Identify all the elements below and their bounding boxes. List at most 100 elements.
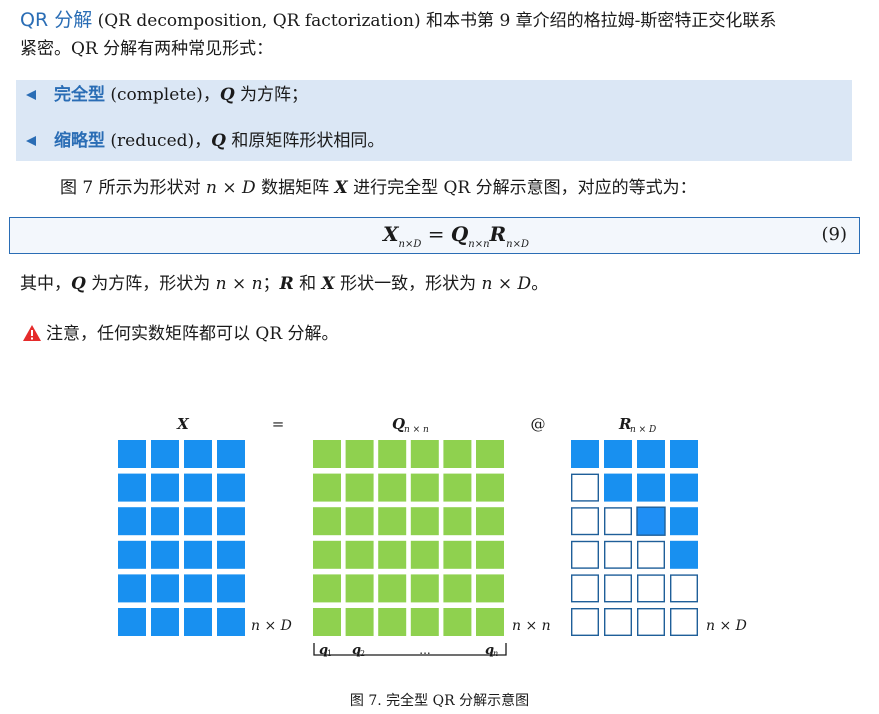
form-symbol-reduced: Q [211,131,226,151]
x-matrix-cell [151,608,179,636]
q-matrix-cell [410,540,439,569]
q-matrix-cell [313,608,341,636]
x-matrix-cell [217,507,245,536]
explain-p5: 形状一致，形状为 [334,274,482,294]
warning-icon [23,325,41,341]
qn-label: q [485,643,494,658]
figure-ref-shape: n × D [206,178,256,198]
r-matrix-cell-zero [571,574,600,603]
q-matrix-cell [378,473,407,502]
x-matrix-cell [184,473,212,502]
x-matrix-cell [151,574,179,603]
q-matrix-cell [410,440,439,468]
form-desc-complete: 为方阵； [234,85,309,105]
explain-p4: 和 [293,274,322,294]
q-dimension-label: n × n [512,618,551,634]
q-matrix-cell [476,473,504,502]
q-matrix [313,440,504,636]
equation-number: (9) [821,224,848,245]
explain-p6: 。 [531,274,549,294]
eq-r: R [489,222,507,246]
q-matrix-cell [345,473,374,502]
figure-ref-symbol: X [334,178,348,198]
form-english-complete: (complete)， [105,85,220,105]
forms-box: 完全型 (complete)，Q 为方阵； 缩略型 (reduced)，Q 和原… [16,80,852,161]
x-matrix-cell [118,540,146,569]
q-matrix-cell [476,540,504,569]
eq-equals: = [421,222,451,246]
intro-paragraph: QR 分解 (QR decomposition, QR factorizatio… [20,6,865,63]
eq-r-sub: n×D [506,239,530,250]
x-matrix-cell [151,473,179,502]
r-matrix-cell-filled [604,473,632,502]
qr-decomposition-figure: X = Q n × n @ R n × D n × D n × n n × D … [118,415,747,658]
explain-p1: 其中， [20,274,71,294]
q-matrix-cell [443,507,472,536]
equation-formula: Xn×D = Qn×nRn×D [383,222,529,250]
explain-p3: ； [262,274,280,294]
r-matrix-cell-zero [571,473,600,502]
q-matrix-cell [410,574,439,603]
r-matrix-cell-filled [636,506,666,536]
q-matrix-cell [443,540,472,569]
r-matrix-cell-filled [637,473,665,502]
x-matrix [118,440,245,636]
eq-lhs: X [383,222,399,246]
q-matrix-cell [476,507,504,536]
figure-at-sign: @ [531,415,546,433]
r-matrix-cell-zero [571,540,600,569]
explain-q-shape: n × n [215,274,263,294]
form-english-reduced: (reduced)， [105,131,212,151]
eq-q-sub: n×n [468,239,490,250]
q-matrix-cell [443,440,472,468]
intro-text-2: 紧密。QR 分解有两种常见形式： [20,39,274,59]
q-matrix-cell [313,574,341,603]
q-matrix-cell [476,574,504,603]
r-matrix-cell-filled [571,440,599,468]
equation-box: Xn×D = Qn×nRn×D (9) [9,217,860,254]
x-matrix-cell [184,540,212,569]
qn-sub: n [493,649,498,658]
eq-q: Q [450,222,469,246]
r-dimension-label: n × D [706,618,747,634]
x-matrix-cell [217,440,245,468]
r-matrix-cell-zero [571,507,600,536]
explain-x: X [321,274,335,294]
q2-label: q [352,643,361,658]
q-matrix-cell [345,574,374,603]
x-matrix-cell [118,574,146,603]
q-matrix-cell [476,440,504,468]
r-matrix [571,440,699,636]
explain-p2: 为方阵，形状为 [85,274,216,294]
form-term-reduced: 缩略型 [54,131,105,151]
x-matrix-cell [118,507,146,536]
r-matrix-cell-zero [637,607,666,636]
r-matrix-cell-zero [604,507,633,536]
q-matrix-cell [443,473,472,502]
q-columns-bracket [313,643,507,656]
figure-q-label: Q [392,415,405,433]
r-matrix-cell-zero [604,574,633,603]
q-matrix-cell [443,574,472,603]
figure-caption: 图 7. 完全型 QR 分解示意图 [349,693,530,709]
x-matrix-cell [217,540,245,569]
triangle-bullet-icon [26,90,36,100]
explain-r: R [279,274,294,294]
q-matrix-cell [410,608,439,636]
r-matrix-cell-zero [670,607,699,636]
x-matrix-cell [184,608,212,636]
r-matrix-cell-filled [670,507,698,536]
q-matrix-cell [345,507,374,536]
q-matrix-cell [313,440,341,468]
x-matrix-cell [151,507,179,536]
x-matrix-cell [118,473,146,502]
q-matrix-cell [410,507,439,536]
q-matrix-cell [443,608,472,636]
figure-equals-sign: = [272,415,285,433]
x-matrix-cell [217,473,245,502]
r-matrix-cell-zero [604,540,633,569]
figure-q-sub: n × n [404,425,429,435]
form-symbol-complete: Q [219,85,235,105]
figure-ref-prefix: 图 7 所示为形状对 [60,178,207,198]
r-matrix-cell-filled [670,540,698,569]
